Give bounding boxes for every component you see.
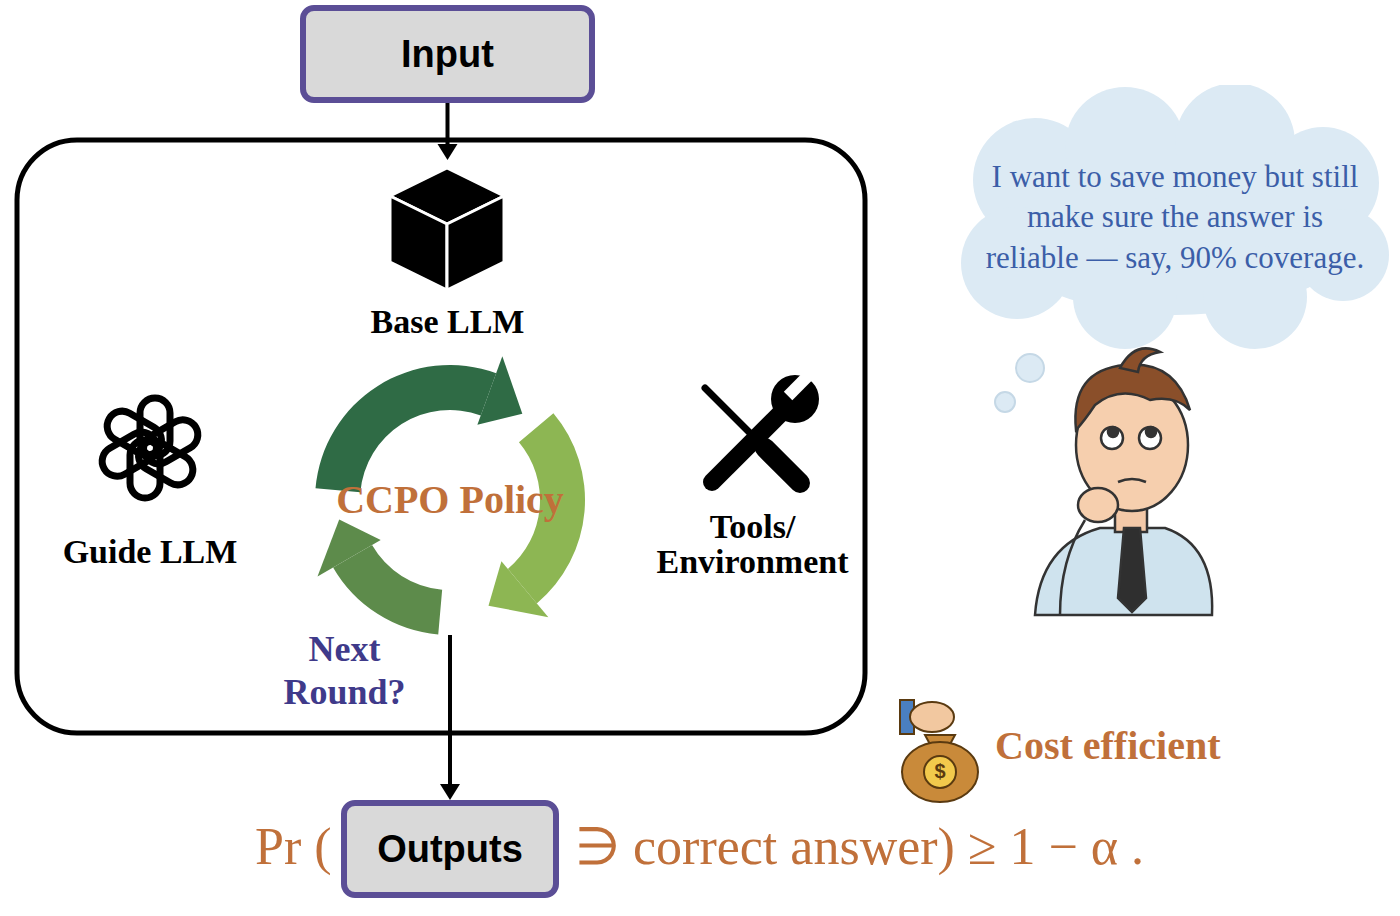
node-text: CCPO Policy bbox=[336, 477, 564, 523]
tools-node: Tools/ Environment bbox=[628, 375, 877, 580]
guide-llm-node: Guide LLM bbox=[40, 385, 260, 570]
note-label: Cost efficient bbox=[995, 722, 1220, 769]
thinking-man bbox=[1035, 348, 1212, 615]
connector-arrow bbox=[440, 635, 460, 800]
node-text: Tools/ Environment bbox=[628, 509, 877, 580]
money-bag-icon bbox=[900, 700, 978, 802]
base-llm-node: Base LLM bbox=[340, 160, 555, 340]
cycle-arrows bbox=[316, 356, 585, 634]
cycle-arrowhead bbox=[477, 356, 522, 425]
loop-label: Next Round? bbox=[262, 628, 427, 714]
cycle-arrowhead bbox=[317, 520, 380, 577]
coin-symbol: $ bbox=[928, 759, 952, 783]
node-text: Guide LLM bbox=[63, 534, 238, 570]
node-text: Outputs bbox=[377, 828, 523, 871]
tools-icon bbox=[705, 372, 819, 483]
connector-arrow bbox=[438, 103, 458, 160]
formula-text: ∋ correct answer) ≥ 1 − α . bbox=[575, 818, 1144, 875]
guide-logo bbox=[97, 398, 204, 498]
node-text: Input bbox=[401, 33, 494, 76]
thought-dots bbox=[995, 354, 1044, 412]
formula-text: Pr ( bbox=[255, 818, 332, 875]
policy-cycle: CCPO Policy bbox=[315, 365, 585, 635]
thought-bubble: I want to save money but still make sure… bbox=[955, 85, 1395, 350]
input-box: Input bbox=[300, 5, 595, 103]
node-text: Base LLM bbox=[371, 304, 525, 340]
container-frame bbox=[17, 140, 865, 733]
outputs-box: Outputs bbox=[341, 800, 559, 898]
cycle-arc bbox=[316, 365, 497, 492]
node-text: I want to save money but still make sure… bbox=[985, 157, 1365, 278]
cycle-arc bbox=[333, 545, 442, 634]
cycle-arrowhead bbox=[488, 561, 548, 617]
cube-icon bbox=[390, 168, 504, 290]
